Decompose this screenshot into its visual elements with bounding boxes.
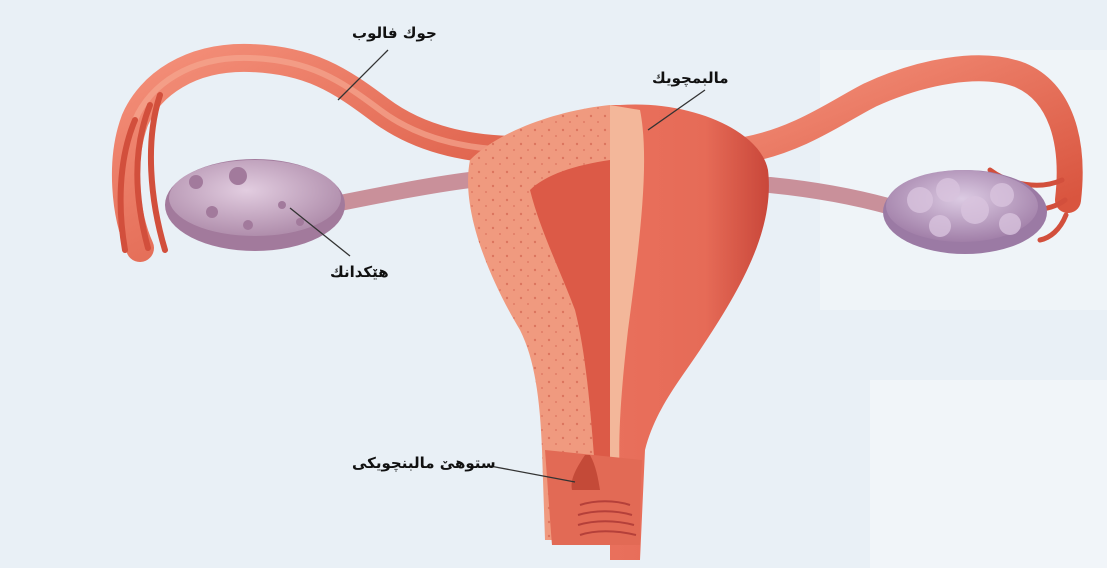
label-fallopian-tube: جوك فالوب [352, 24, 437, 42]
left-ovary [165, 159, 345, 251]
background-lower-panel [870, 380, 1107, 568]
label-uterus: مالبمچويك [652, 69, 729, 87]
label-cervix: ستوهێ مالبنچويكى [352, 454, 496, 472]
right-ovary [883, 170, 1047, 254]
label-ovary: هێکدانك [330, 263, 389, 281]
